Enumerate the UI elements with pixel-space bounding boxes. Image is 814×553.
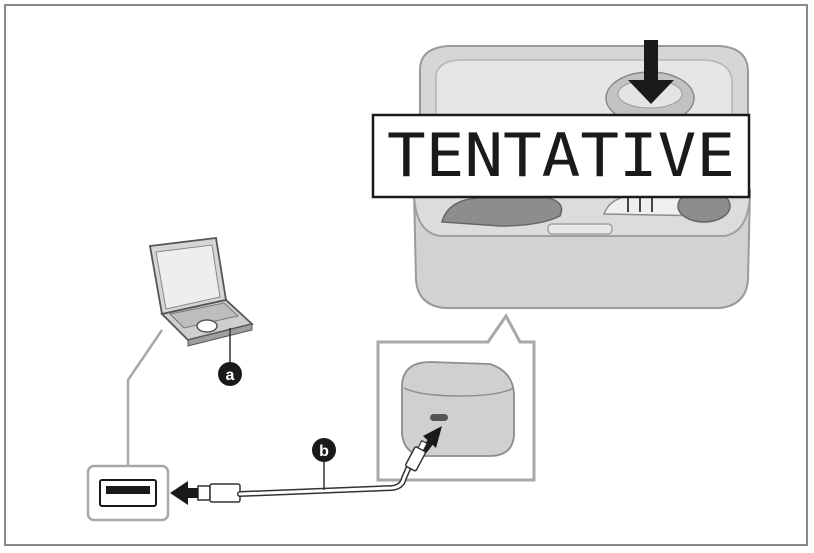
usb-c-port: [430, 414, 448, 421]
case-notch: [547, 223, 613, 235]
charging-case-icon: [401, 361, 515, 457]
laptop-icon: [148, 237, 254, 362]
tentative-watermark: TENTATIVE: [371, 113, 751, 199]
svg-text:a: a: [226, 367, 235, 384]
watermark-box: [371, 113, 751, 199]
callout-a: a: [218, 362, 242, 386]
open-charging-case: [412, 40, 752, 309]
press-arrow-icon: [628, 40, 674, 104]
watermark-text: TENTATIVE: [387, 121, 735, 191]
left-earbud: [441, 197, 563, 227]
usb-port-callout: [86, 329, 170, 522]
connect-arrow-icon: [170, 481, 198, 505]
usb-a-plug: [197, 485, 211, 501]
cable-icon: [197, 439, 428, 503]
callout-b: b: [312, 438, 336, 462]
zoom-callout: [376, 313, 536, 482]
usb-port-icon: [99, 479, 157, 507]
svg-text:b: b: [319, 443, 329, 460]
